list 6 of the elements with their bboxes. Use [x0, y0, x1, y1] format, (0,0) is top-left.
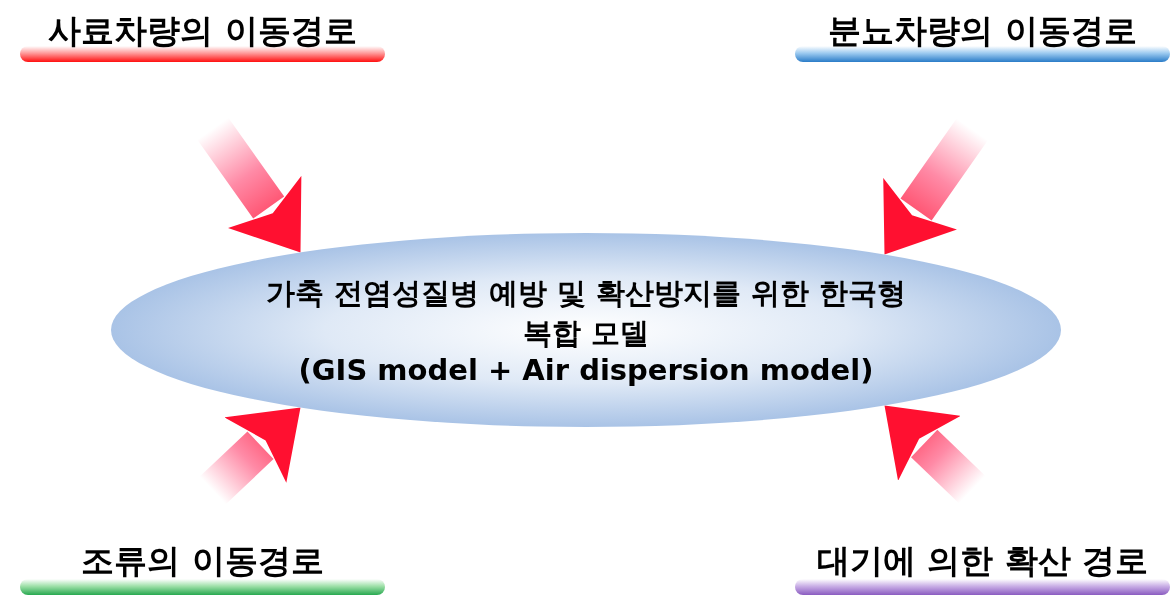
banner-title: 분뇨차량의 이동경로 [827, 10, 1138, 52]
banner-title: 조류의 이동경로 [80, 540, 325, 582]
model-subtitle: (GIS model + Air dispersion model) [297, 353, 875, 387]
banner-title: 대기에 의한 확산 경로 [815, 540, 1150, 582]
banner-title: 사료차량의 이동경로 [47, 10, 358, 52]
model-title: 가축 전염성질병 예방 및 확산방지를 위한 한국형 복합 모델 [264, 275, 908, 352]
